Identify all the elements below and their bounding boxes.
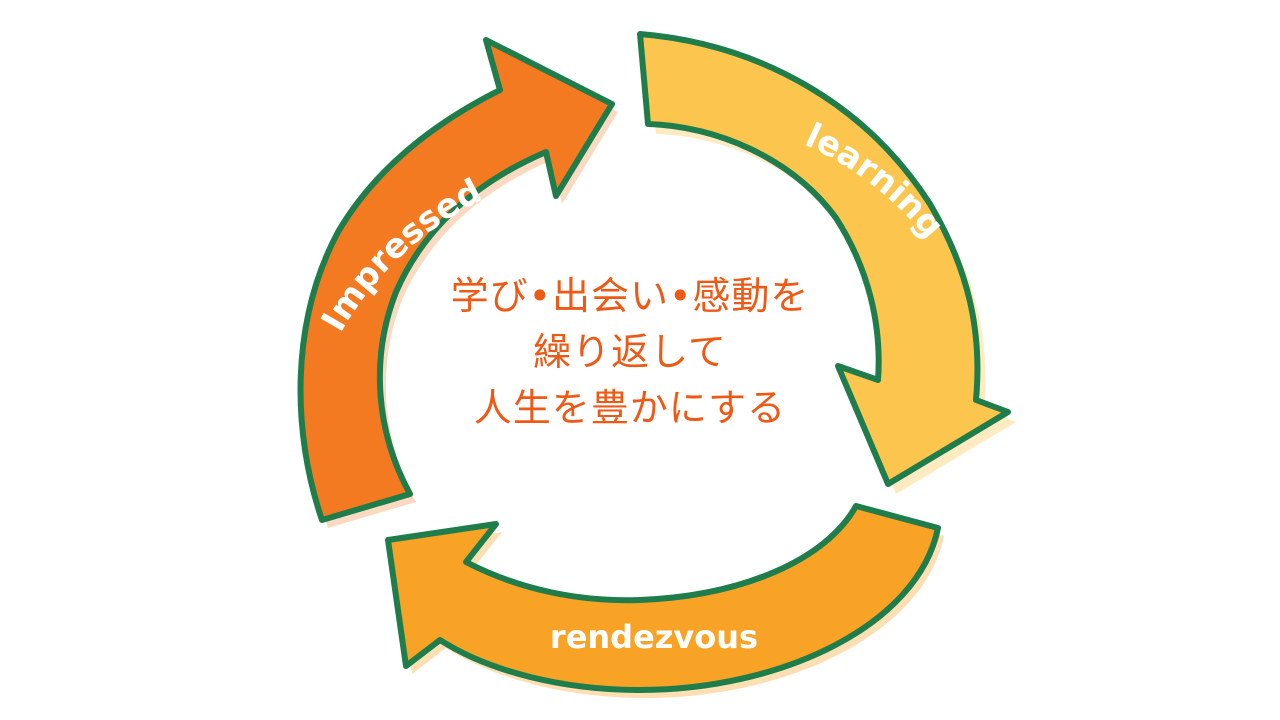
center-line-2: 繰り返して <box>533 330 727 374</box>
center-line-3: 人生を豊かにする <box>473 386 787 430</box>
learning-arrow-body <box>637 31 1011 487</box>
rendezvous-arrow-body <box>385 503 941 693</box>
rendezvous-arrow: rendezvous <box>385 503 944 698</box>
center-line-1: 学び•出会い•感動を <box>450 274 810 318</box>
rendezvous-label: rendezvous <box>550 618 758 656</box>
impressed-arrow-body <box>297 37 615 523</box>
center-message: 学び•出会い•感動を 繰り返して 人生を豊かにする <box>430 268 830 436</box>
